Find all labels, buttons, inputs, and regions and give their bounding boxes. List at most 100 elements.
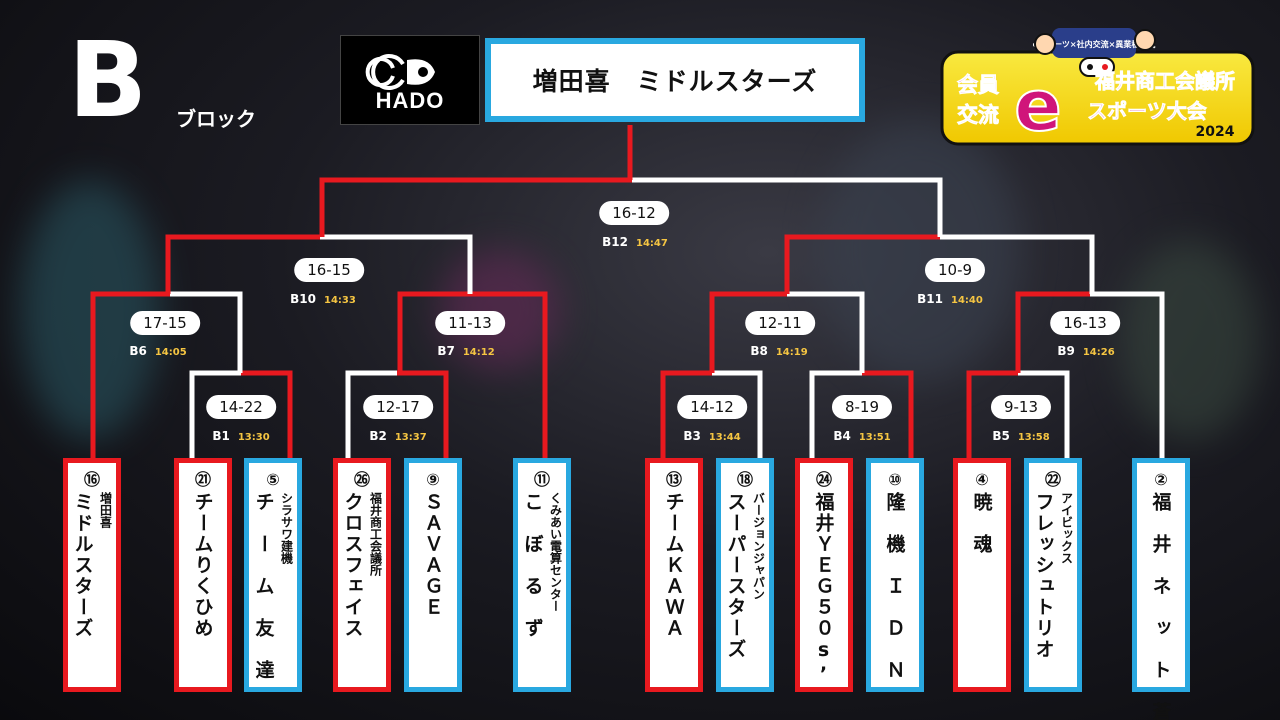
bracket-line xyxy=(862,370,914,458)
team-company: 増田喜 xyxy=(98,492,113,528)
event-logo-line2: 交流 xyxy=(957,103,999,127)
event-logo-e: e xyxy=(1014,65,1061,147)
match-time: 14:12 xyxy=(462,347,495,358)
match-label: B8 14:19 xyxy=(750,344,807,358)
team-seed: ⑪ xyxy=(533,470,550,489)
team-seed: ㉑ xyxy=(194,470,211,489)
match-time: 13:37 xyxy=(394,432,427,443)
match-time: 13:30 xyxy=(237,432,270,443)
match-score: 10-9 xyxy=(924,258,986,282)
match-score: 14-12 xyxy=(677,395,747,419)
bracket-line xyxy=(660,370,712,458)
team-name-columns: 増田喜ミドルスターズ xyxy=(70,492,115,639)
background-glow xyxy=(440,250,560,370)
bracket-line xyxy=(345,370,397,458)
bracket-line xyxy=(809,370,862,458)
gamepad-icon xyxy=(1079,57,1115,77)
match-time: 14:19 xyxy=(775,347,808,358)
team-name-columns: バージョンジャパンスーパースターズ xyxy=(723,492,768,660)
bracket-line xyxy=(709,291,787,373)
team-seed: ⑬ xyxy=(665,470,682,489)
bracket-line xyxy=(170,291,243,373)
team-name: フレッシュトリオ xyxy=(1032,492,1055,660)
match-id: B8 xyxy=(750,344,768,358)
match-score: 17-15 xyxy=(130,311,200,335)
match-id: B11 xyxy=(917,292,944,306)
match-score: 12-17 xyxy=(363,395,433,419)
bracket-line xyxy=(712,370,763,458)
hado-logo-text: HADO xyxy=(375,88,445,113)
team-name-columns: ＳＡＶＡＧＥ xyxy=(420,492,447,618)
event-logo: eスポーツ×社内交流×異業種交流 会員 交流 e 福井商工会議所 スポーツ大会 … xyxy=(940,28,1255,148)
background-glow xyxy=(20,180,160,440)
bracket-line xyxy=(1090,291,1165,458)
team-box: ⑨ ＳＡＶＡＧＥ xyxy=(404,458,462,692)
team-name: 暁 魂 xyxy=(970,492,993,555)
match-label: B11 14:40 xyxy=(917,292,983,306)
champion-name: 増田喜 ミドルスターズ xyxy=(532,67,818,96)
team-box: ⑩ 隆 機 Ｉ Ｄ Ｎ xyxy=(866,458,924,692)
team-seed: ⑩ xyxy=(888,470,902,489)
match-score: 8-19 xyxy=(831,395,893,419)
event-logo-tagline: eスポーツ×社内交流×異業種交流 xyxy=(1033,39,1156,49)
team-name-columns: 隆 機 Ｉ Ｄ Ｎ xyxy=(882,492,909,681)
event-logo-title-top: 福井商工会議所 xyxy=(1094,69,1235,93)
match-time: 14:26 xyxy=(1082,347,1115,358)
match-time: 13:58 xyxy=(1017,432,1050,443)
match-id: B5 xyxy=(992,429,1010,443)
team-name-columns: 福井ＹＥＧ５０s’ xyxy=(811,492,838,687)
team-seed: ⑤ xyxy=(266,470,280,489)
team-name: ミドルスターズ xyxy=(71,492,94,639)
bracket-line xyxy=(189,370,241,458)
bracket-line xyxy=(397,370,449,458)
match-score: 16-15 xyxy=(294,258,364,282)
team-name-columns: 福井商工会議所クロスフェイス xyxy=(340,492,385,639)
match-id: B10 xyxy=(290,292,317,306)
bracket-line xyxy=(319,177,632,237)
bracket-line xyxy=(940,234,1095,294)
bracket-line xyxy=(90,291,170,458)
team-seed: ④ xyxy=(975,470,989,489)
team-company: 福井商工会議所 xyxy=(368,492,383,576)
match-label: B10 14:33 xyxy=(290,292,356,306)
event-logo-title-bottom: スポーツ大会 xyxy=(1087,99,1207,123)
match-id: B6 xyxy=(129,344,147,358)
team-company: シラサワ建機 xyxy=(279,492,294,564)
team-name: こ ぼ る ず xyxy=(521,492,544,639)
team-company: アイビックス xyxy=(1059,492,1074,564)
team-company: くみあい電算センター xyxy=(548,492,563,612)
team-name: 福 井 ネ ッ ト 蒼 xyxy=(1149,492,1172,720)
match-id: B1 xyxy=(212,429,230,443)
team-name: ＳＡＶＡＧＥ xyxy=(421,492,444,618)
match-id: B9 xyxy=(1057,344,1075,358)
match-time: 14:33 xyxy=(324,295,356,306)
team-seed: ⑨ xyxy=(426,470,440,489)
team-seed: ㉒ xyxy=(1044,470,1061,489)
bracket-line xyxy=(1015,291,1090,373)
event-logo-year: 2024 xyxy=(1196,124,1235,140)
bracket-line xyxy=(241,370,293,458)
block-label: ブロック xyxy=(176,107,256,131)
match-score: 14-22 xyxy=(206,395,276,419)
team-name: 福井ＹＥＧ５０s’ xyxy=(812,492,835,687)
hado-logo-icon xyxy=(365,54,435,90)
bracket-line xyxy=(787,291,865,373)
match-time: 13:44 xyxy=(708,432,741,443)
bracket-line xyxy=(320,234,473,294)
team-seed: ㉖ xyxy=(353,470,370,489)
match-time: 14:47 xyxy=(636,238,668,249)
bracket-line xyxy=(784,234,940,294)
match-time: 14:40 xyxy=(951,295,983,306)
